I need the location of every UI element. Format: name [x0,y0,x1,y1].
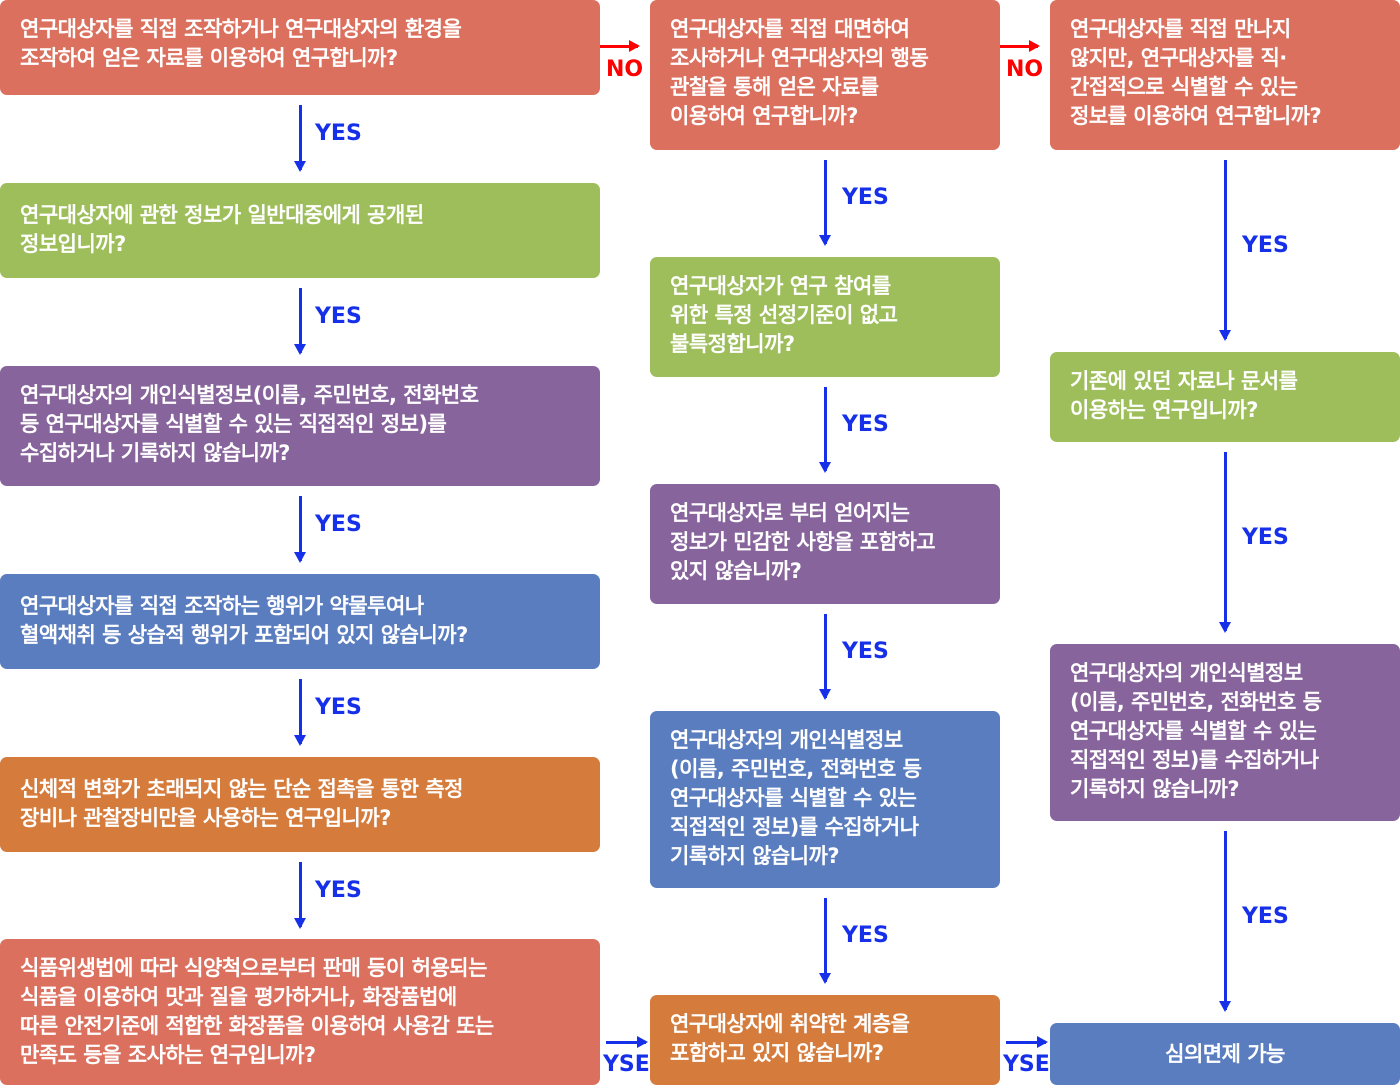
left-q4: 연구대상자를 직접 조작하는 행위가 약물투여나 혈액채취 등 상습적 행위가 … [0,574,600,669]
arrow-down [1219,160,1231,341]
yes-label: YES [1242,233,1289,258]
arrow-down [819,387,831,473]
yes-label: YES [842,639,889,664]
yes-label: YES [842,923,889,948]
arrow-down [819,614,831,700]
middle-q1: 연구대상자를 직접 대면하여 조사하거나 연구대상자의 행동 관찰을 통해 얻은… [650,0,1000,150]
arrow-down [1219,452,1231,633]
no-label: NO [606,57,644,82]
arrow-down [819,160,831,246]
right-q2: 기존에 있던 자료나 문서를 이용하는 연구입니까? [1050,352,1400,442]
yes-label: YES [842,185,889,210]
left-q2: 연구대상자에 관한 정보가 일반대중에게 공개된 정보입니까? [0,183,600,278]
arrow-right-yes [1006,1036,1048,1048]
yes-label: YES [315,304,362,329]
yes-label: YES [315,695,362,720]
right-q1: 연구대상자를 직접 만나지 않지만, 연구대상자를 직· 간접적으로 식별할 수… [1050,0,1400,150]
arrow-down [294,862,306,929]
arrow-down [294,105,306,172]
no-label: NO [1006,57,1044,82]
arrow-right-no [600,40,640,52]
yes-label: YES [1242,525,1289,550]
arrow-down [294,288,306,355]
left-q3: 연구대상자의 개인식별정보(이름, 주민번호, 전화번호 등 연구대상자를 식별… [0,366,600,486]
arrow-down [294,679,306,746]
middle-q3: 연구대상자로 부터 얻어지는 정보가 민감한 사항을 포함하고 있지 않습니까? [650,484,1000,604]
middle-q4: 연구대상자의 개인식별정보 (이름, 주민번호, 전화번호 등 연구대상자를 식… [650,711,1000,888]
arrow-down [294,496,306,563]
arrow-down [819,898,831,984]
yes-label: YES [842,412,889,437]
left-q1: 연구대상자를 직접 조작하거나 연구대상자의 환경을 조작하여 얻은 자료를 이… [0,0,600,95]
left-q5: 신체적 변화가 초래되지 않는 단순 접촉을 통한 측정 장비나 관찰장비만을 … [0,757,600,852]
right-q3: 연구대상자의 개인식별정보 (이름, 주민번호, 전화번호 등 연구대상자를 식… [1050,644,1400,821]
left-q6: 식품위생법에 따라 식양척으로부터 판매 등이 허용되는 식품을 이용하여 맛과… [0,939,600,1085]
yse-label: YSE [603,1052,650,1077]
arrow-right-yes [606,1036,648,1048]
yes-label: YES [315,878,362,903]
arrow-down [1219,831,1231,1012]
middle-q5: 연구대상자에 취약한 계층을 포함하고 있지 않습니까? [650,995,1000,1085]
middle-q2: 연구대상자가 연구 참여를 위한 특정 선정기준이 없고 불특정합니까? [650,257,1000,377]
exemption-result: 심의면제 가능 [1050,1023,1400,1085]
arrow-right-no [1000,40,1040,52]
yse-label: YSE [1003,1052,1050,1077]
yes-label: YES [1242,904,1289,929]
yes-label: YES [315,121,362,146]
yes-label: YES [315,512,362,537]
